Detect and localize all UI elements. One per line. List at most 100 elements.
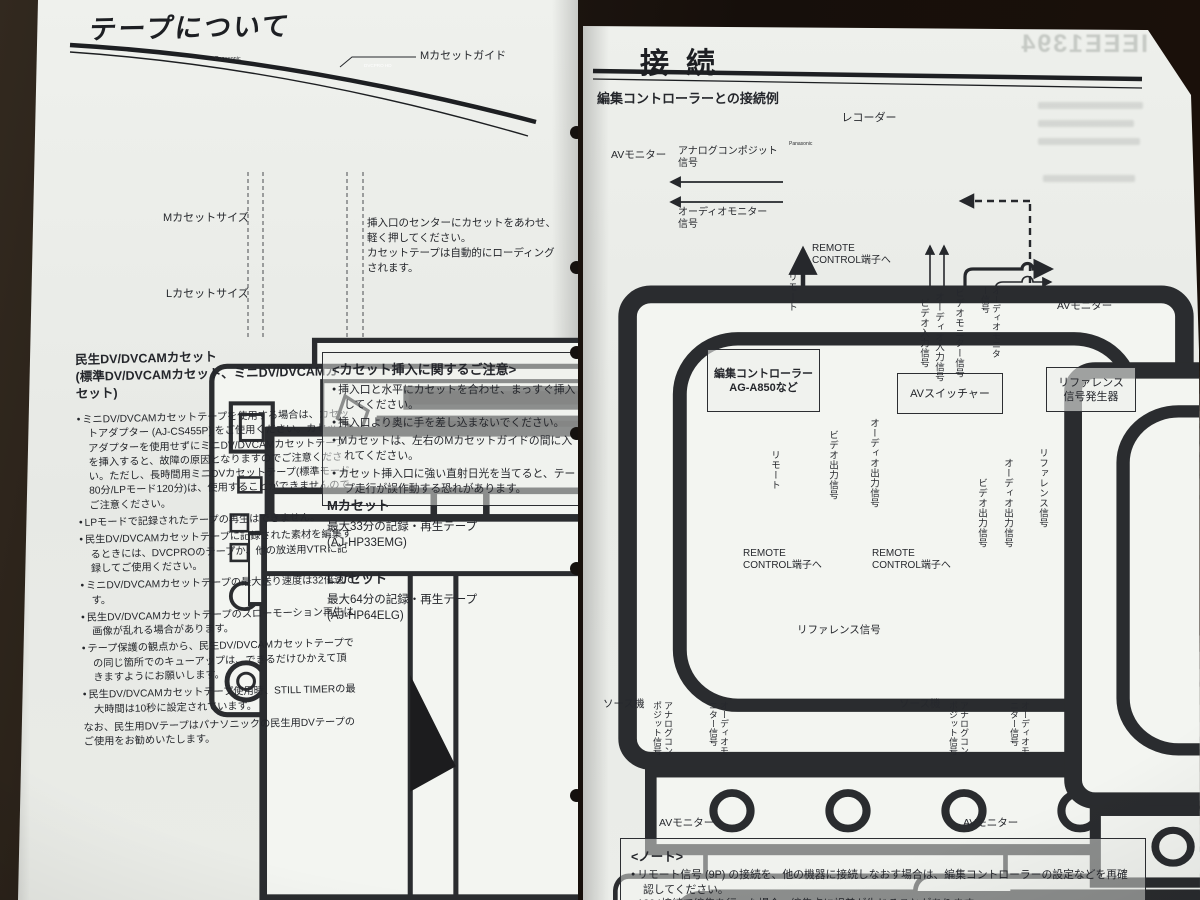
caption-line: されます。 [367,262,419,274]
audio-out-left-label: オーディオ出力信号 [868,418,879,508]
list-item: 挿入口と水平にカセットを合わせ、まっすぐ挿入してください。 [332,382,578,413]
m-cassette-desc: 最大33分の記録・再生テープ (AJ-HP33EMG) [327,519,477,551]
l-cassette-desc: 最大64分の記録・再生テープ (AJ-HP64ELG) [327,592,477,624]
m-cassette-desc-line: 最大33分の記録・再生テープ [327,521,478,533]
label-line: 信号 [678,219,698,230]
left-page: テープについて [18,0,578,900]
label-line: REMOTE [812,243,855,254]
label-line: オーディオモニター [678,207,768,218]
dvcpro-logo-text: DVCPRO HD [364,63,392,68]
list-item: 民生DV/DVCAMカセットテープに記録された素材を編集するときには、DVCPR… [79,527,354,577]
insert-caption: 挿入口のセンターにカセットをあわせ、 軽く押してください。 カセットテープは自動… [367,216,556,276]
remote-vertical-label: リモート [769,450,780,490]
m-cassette-model: (AJ-HP33EMG) [327,537,407,549]
list-item: 1394接続で編集を行った場合、編集点に誤差が生じることがあります。 [631,897,1135,900]
binding-hole [570,126,578,139]
recorder-brand-text: Panasonic [789,141,813,147]
video-out-right-label: ビデオ出力信号 [976,478,987,548]
connection-diagram: Panasonic [592,68,1200,900]
caption-line: 挿入口のセンターにカセットをあわせ、 [367,217,556,229]
right-page-subtitle: 編集コントローラーとの接続例 [597,91,779,106]
audio-in-label: オーディオ入力信号 [933,292,944,382]
label-line: CONTROL端子へ [812,255,891,266]
l-cassette-desc-line: 最大64分の記録・再生テープ [327,594,478,606]
list-item: 民生DV/DVCAMカセットテープ使用時、STILL TIMERの最大時間は10… [83,682,358,718]
recorder-label: レコーダー [841,112,897,124]
audio-monitor-bottom-label: オーディオモニター信号 [708,701,729,755]
list-item: ミニDV/DVCAMカセットテープを使用する場合は、カセットアダプター (AJ-… [76,407,352,514]
source-label: ソース機 [899,698,941,710]
switcher-label: AVスイッチャー [910,387,990,400]
binding-hole [570,789,578,802]
monitor-label: AVモニター [659,817,715,829]
m-cassette-heading: Mカセット [327,498,390,513]
list-item: Mカセットは、左右のMカセットガイドの間に入れてください。 [332,433,578,464]
list-item: 挿入口より奥に手を差し込まないでください。 [332,415,578,431]
l-cassette-model: (AJ-HP64ELG) [327,610,404,622]
l-cassette-info: Lカセット 最大64分の記録・再生テープ (AJ-HP64ELG) [327,568,477,624]
analog-composite-bottom-label: アナログコンポジット信号 [652,701,673,755]
binding-hole [570,346,578,359]
audio-monitor-line [994,275,1053,373]
title-rule-thin [69,51,529,137]
video-out-left-label: ビデオ出力信号 [827,430,838,500]
binding-hole [570,562,578,575]
controller-label-line: AG-A850など [729,381,798,394]
analog-composite-bottom-label: アナログコンポジット信号 [948,701,969,755]
edit-controller-box: 編集コントローラー AG-A850など [707,349,820,412]
caption-line: 軽く押してください。 [367,232,472,244]
note-list: リモート信号 (9P) の接続を、他の機器に接続しなおす場合は、編集コントローラ… [631,868,1135,900]
left-body-column: 民生DV/DVCAMカセット (標準DV/DVCAMカセット、ミニDV/DVCA… [75,346,358,761]
remote-terminal-label: REMOTE CONTROL端子へ [872,548,951,572]
ghost-text-bar [1038,138,1140,145]
av-switcher-box: AVスイッチャー [897,373,1003,414]
m-cassette-info: Mカセット 最大33分の記録・再生テープ (AJ-HP33EMG) [327,495,477,551]
binding-hole [570,261,578,274]
brand-text: Panasonic [215,56,241,62]
title-rule-thick [69,42,537,125]
m-size-label: Mカセットサイズ [163,212,249,224]
m-guide-leader [339,56,416,68]
cassette-insert-notice-box: <カセット挿入に関するご注意> 挿入口と水平にカセットを合わせ、まっすぐ挿入して… [322,352,578,506]
section-heading: 民生DV/DVCAMカセット (標準DV/DVCAMカセット、ミニDV/DVCA… [75,346,350,403]
list-item: カセット挿入口に強い直射日光を当てると、テープ走行が誤作動する恐れがあります。 [332,466,578,497]
l-cassette-heading: Lカセット [327,571,387,586]
l-size-label: Lカセットサイズ [166,288,249,300]
cassette-guide-lines [247,172,364,338]
list-item: テープ保護の観点から、民生DV/DVCAMカセットテープでの同じ箇所でのキューア… [82,636,357,686]
tape-bullet-list: ミニDV/DVCAMカセットテープを使用する場合は、カセットアダプター (AJ-… [76,407,357,718]
monitor-label: AVモニター [963,817,1019,829]
label-line: CONTROL端子へ [743,560,822,571]
video-monitor-label: ビデオモニター信号 [953,288,964,378]
heading-rule-thick [592,68,1143,82]
source-label: ソース機 [603,698,645,710]
binding-hole [570,427,578,440]
video-monitor-line [963,258,1055,373]
label-line: REMOTE [743,548,786,559]
left-page-illustration: Panasonic DVCPRO HD [69,42,578,900]
remote-vertical-label: リモート [786,272,797,312]
notice-heading: <カセット挿入に関するご注意> [332,362,517,377]
audio-monitor-bottom-label: オーディオモニター信号 [1009,701,1030,755]
list-item: 民生DV/DVCAMカセットテープのスローモーション再生は画像が乱れる場合があり… [81,605,356,641]
ghost-text-bar [1038,120,1134,127]
heading-rule-thin [592,78,1143,89]
video-in-label: ビデオ入力信号 [918,298,929,368]
list-item: リモート信号 (9P) の接続を、他の機器に接続しなおす場合は、編集コントローラ… [631,868,1135,897]
right-page: IEEE1394 接続 編集コントローラーとの接続例 [583,26,1200,900]
remote-terminal-label: REMOTE CONTROL端子へ [743,548,822,572]
monitor-label: AVモニター [1057,300,1113,312]
analog-composite-label: アナログコンポジット 信号 [678,146,778,170]
reference-vertical-label: リファレンス信号 [1037,448,1048,528]
label-line: 信号 [678,158,698,169]
monitor-mid-right [1073,370,1200,882]
ghost-text-bar [1038,102,1143,109]
note-heading: <ノート> [631,850,684,864]
monitor-label: AVモニター [611,149,667,161]
reference-mid-label: リファレンス信号 [797,624,881,636]
ghost-text-bar [1043,175,1135,182]
audio-monitor-label: オーディオモニター 信号 [678,207,767,231]
list-item: ミニDV/DVCAMカセットテープの最大送り速度は32倍速です。 [80,573,355,609]
controller-label-line: 編集コントローラー [714,367,813,380]
